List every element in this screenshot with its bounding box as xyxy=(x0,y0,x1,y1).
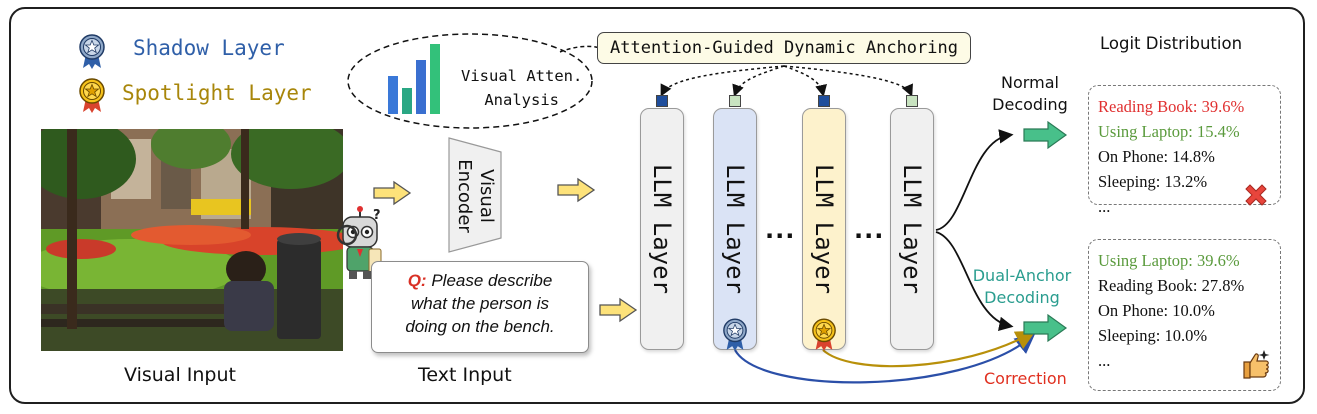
layer-4-anchor-marker xyxy=(906,95,918,107)
visual-encoder-block xyxy=(448,137,502,253)
text-input-caption: Text Input xyxy=(418,364,512,386)
layer-3-anchor-marker xyxy=(818,95,830,107)
prompt-q-label: Q: xyxy=(407,271,427,290)
normal-logit-row-2: Using Laptop: 15.4% xyxy=(1098,122,1240,141)
prompt-line1-text: Please describe xyxy=(431,271,553,290)
dual-logit-row-2: Reading Book: 27.8% xyxy=(1098,276,1245,295)
spotlight-layer-medal-icon xyxy=(812,318,836,351)
normal-logit-row-5: ... xyxy=(1098,197,1111,216)
question-prompt-box: Q: Please describe what the person is do… xyxy=(371,261,589,353)
normal-logit-box: Reading Book: 39.6% Using Laptop: 15.4% … xyxy=(1088,85,1281,216)
thumbs-up-icon xyxy=(1243,350,1270,379)
text-to-layers-arrow xyxy=(599,297,638,323)
analysis-label-line2: Analysis xyxy=(484,91,559,109)
normal-decoding-line1: Normal xyxy=(1001,73,1059,92)
llm-layer-1: LLM Layer xyxy=(640,108,684,350)
visual-input-image xyxy=(41,129,343,351)
dual-anchor-decoding-label: Dual-Anchor Decoding xyxy=(962,265,1082,309)
llm-layer-shadow: LLM Layer xyxy=(713,108,757,350)
normal-decoding-label: Normal Decoding xyxy=(985,72,1075,116)
layer-1-anchor-marker xyxy=(656,95,668,107)
ellipsis-1: ··· xyxy=(765,222,796,250)
prompt-line2: what the person is xyxy=(411,294,549,313)
correction-label: Correction xyxy=(984,369,1067,388)
llm-layer-4-label: LLM Layer xyxy=(898,163,926,295)
encoder-line2: Encoder xyxy=(454,159,475,233)
visual-encoder-label: Visual Encoder xyxy=(430,159,520,233)
normal-decoding-curve xyxy=(935,129,1014,231)
dual-logit-box: Using Laptop: 39.6% Reading Book: 27.8% … xyxy=(1088,239,1281,391)
llm-layer-1-label: LLM Layer xyxy=(648,163,676,295)
dual-logit-row-5: ... xyxy=(1098,351,1111,370)
layer-2-anchor-marker xyxy=(729,95,741,107)
encoder-to-layers-arrow xyxy=(557,177,596,203)
normal-logit-row-4: Sleeping: 13.2% xyxy=(1098,172,1208,191)
normal-logit-row-3: On Phone: 14.8% xyxy=(1098,147,1215,166)
dual-logit-row-4: Sleeping: 10.0% xyxy=(1098,326,1208,345)
spotlight-correction-arrow xyxy=(822,330,1036,368)
figure-frame xyxy=(9,7,1305,404)
spotlight-medal-icon xyxy=(79,78,105,113)
shadow-layer-medal-icon xyxy=(723,318,747,351)
normal-decoding-line2: Decoding xyxy=(992,95,1068,114)
prompt-line3: doing on the bench. xyxy=(405,317,555,336)
llm-layer-shadow-label: LLM Layer xyxy=(721,163,749,295)
shadow-layer-label: Shadow Layer xyxy=(133,36,285,60)
normal-output-arrow xyxy=(1023,120,1068,150)
prompt-line1: Q: Please describe xyxy=(372,269,588,292)
dual-logit-row-3: On Phone: 10.0% xyxy=(1098,301,1215,320)
image-to-encoder-arrow xyxy=(373,180,412,206)
wrong-cross-icon xyxy=(1245,184,1267,206)
normal-logit-row-1: Reading Book: 39.6% xyxy=(1098,97,1245,116)
dual-decoding-line2: Decoding xyxy=(984,288,1060,307)
ellipsis-2: ··· xyxy=(854,222,885,250)
dual-output-arrow xyxy=(1023,313,1068,343)
shadow-medal-icon xyxy=(79,34,105,69)
logit-distribution-title: Logit Distribution xyxy=(1100,34,1243,53)
bar-chart-icon xyxy=(388,44,440,114)
llm-layer-spotlight: LLM Layer xyxy=(802,108,846,350)
dual-logit-row-1: Using Laptop: 39.6% xyxy=(1098,251,1240,270)
llm-layer-spotlight-label: LLM Layer xyxy=(810,163,838,295)
anchoring-arrows xyxy=(660,65,913,97)
dual-decoding-line1: Dual-Anchor xyxy=(972,266,1072,285)
svg-text:?: ? xyxy=(373,208,381,223)
analysis-label: Visual Atten. Analysis xyxy=(461,64,582,112)
analysis-label-line1: Visual Atten. xyxy=(461,67,583,85)
visual-input-caption: Visual Input xyxy=(124,364,236,386)
llm-layer-4: LLM Layer xyxy=(890,108,934,350)
spotlight-layer-label: Spotlight Layer xyxy=(122,81,312,105)
shadow-correction-arrow xyxy=(734,333,1036,384)
dual-decoding-curve xyxy=(935,231,1014,331)
anchoring-title: Attention-Guided Dynamic Anchoring xyxy=(597,32,971,64)
encoder-line1: Visual xyxy=(476,169,497,223)
